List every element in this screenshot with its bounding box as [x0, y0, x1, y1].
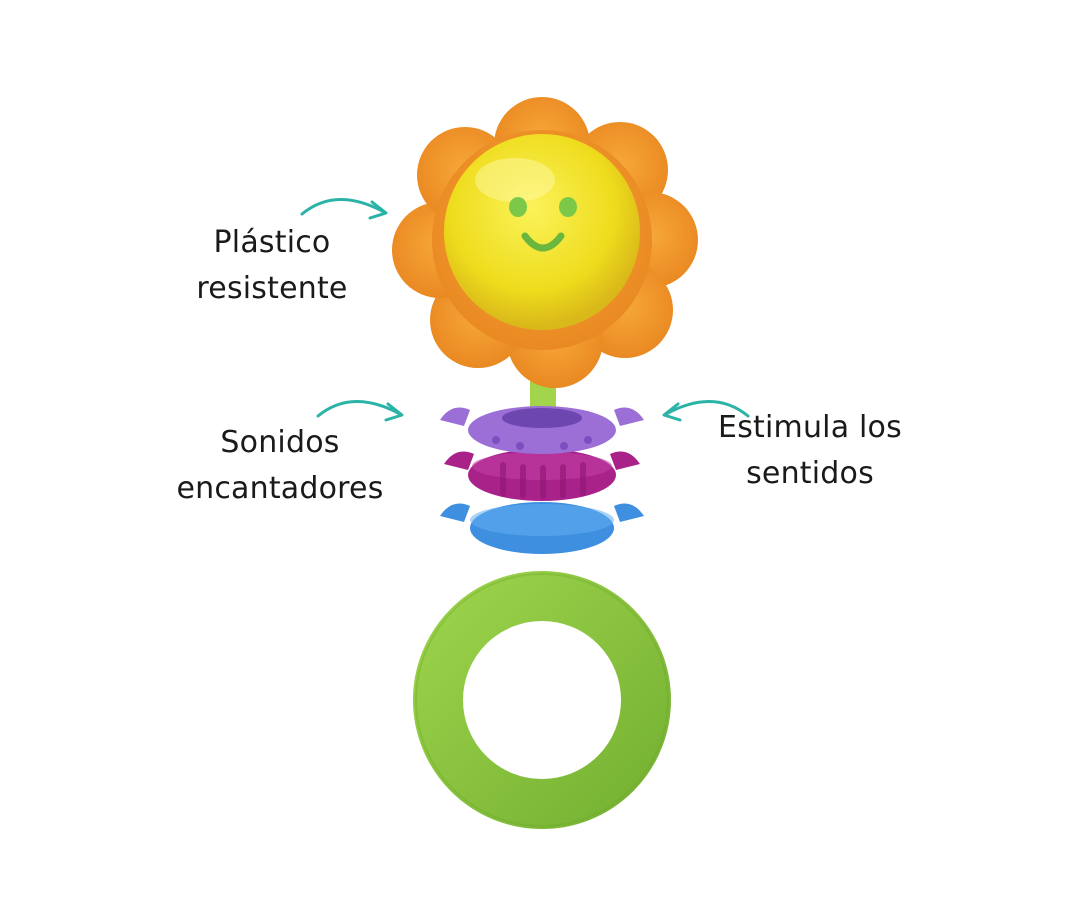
magenta-bead-ring [444, 449, 640, 501]
feature-label-line: encantadores [176, 471, 384, 506]
curved-arrow-right-icon [300, 198, 388, 220]
feature-label-line: Sonidos [220, 425, 340, 460]
purple-bead-ring [440, 406, 644, 454]
smile [521, 232, 565, 252]
green-teether-ring [413, 571, 671, 829]
feature-label-line: sentidos [746, 456, 874, 491]
feature-label-line: Plástico [213, 225, 331, 260]
feature-label-senses: Estimula los sentidos [690, 405, 930, 497]
curved-arrow-right-icon [316, 400, 404, 422]
feature-label-line: Estimula los [718, 410, 902, 445]
feature-label-line: resistente [196, 271, 348, 306]
blue-bead-ring [440, 502, 644, 554]
smiling-sun-face [444, 134, 640, 330]
curved-arrow-left-icon [662, 400, 750, 422]
right-eye [559, 197, 577, 217]
feature-label-sounds: Sonidos encantadores [150, 420, 410, 512]
left-eye [509, 197, 527, 217]
feature-label-plastic: Plástico resistente [172, 220, 372, 312]
